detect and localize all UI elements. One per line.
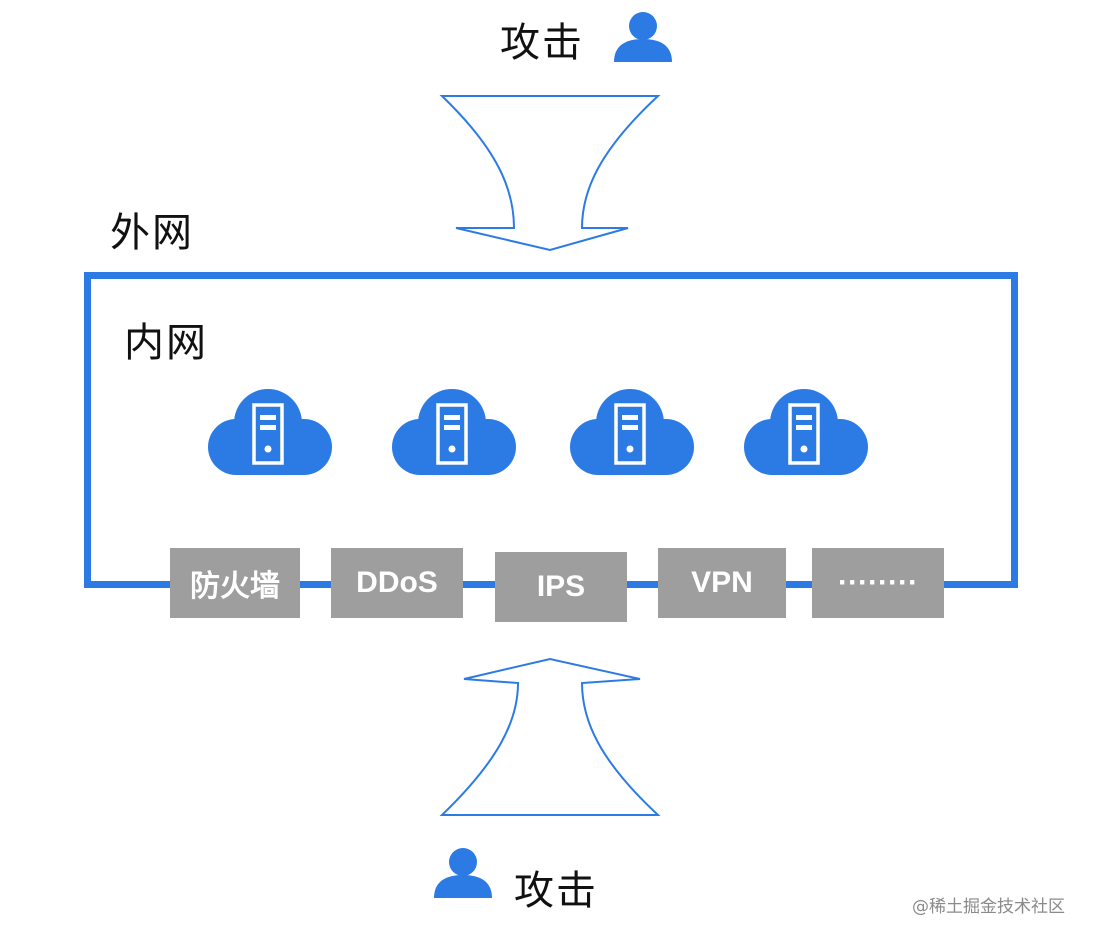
attacker-bottom-user-icon <box>434 848 492 898</box>
cloud-server-icon <box>208 389 332 475</box>
cloud-server-icon <box>744 389 868 475</box>
inner-network-label: 内网 <box>124 320 208 366</box>
defense-ddos: DDoS <box>331 548 463 618</box>
defense-firewall: 防火墙 <box>170 548 300 618</box>
defense-vpn: VPN <box>658 548 786 618</box>
defense-more: ········ <box>812 548 944 618</box>
cloud-server-icon <box>570 389 694 475</box>
attack-bottom-label: 攻击 <box>514 868 598 914</box>
attack-top-label: 攻击 <box>500 20 584 66</box>
cloud-server-icon <box>392 389 516 475</box>
watermark: @稀土掘金技术社区 <box>912 897 1065 917</box>
defense-ips: IPS <box>495 552 627 622</box>
attacker-top-user-icon <box>614 12 672 62</box>
outer-network-label: 外网 <box>110 210 194 256</box>
attack-arrow-down-icon <box>439 95 661 252</box>
attack-arrow-up-icon <box>439 657 661 816</box>
